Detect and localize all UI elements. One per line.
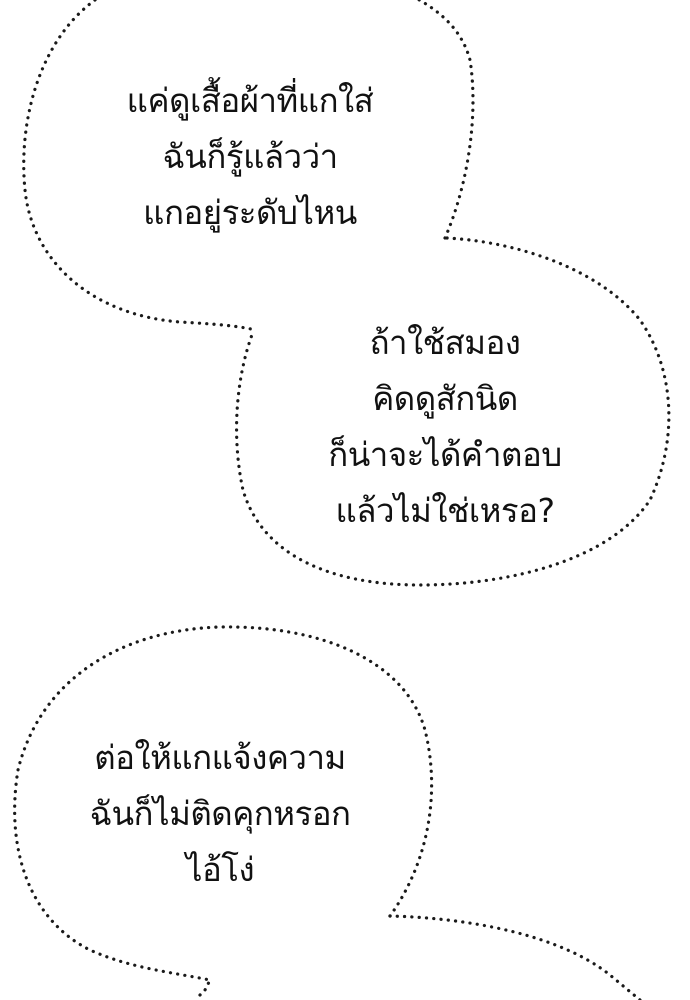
speech-bubble-2-text: ถ้าใช้สมอง คิดดูสักนิด ก็น่าจะได้คำตอบ แ… <box>315 315 575 539</box>
bubble-1-line-3: แกอยู่ระดับไหน <box>143 193 357 232</box>
speech-bubble-4-outline <box>388 914 642 1000</box>
bubble-3-line-2: ฉันก็ไม่ติดคุกหรอก <box>89 794 351 833</box>
speech-bubble-1-outline <box>22 0 475 334</box>
bubble-2-line-1: ถ้าใช้สมอง <box>369 323 521 362</box>
bubble-1-line-2: ฉันก็รู้แล้วว่า <box>162 137 338 176</box>
bubble-1-line-1: แค่ดูเสื้อผ้าที่แกใส่ <box>126 81 374 120</box>
speech-bubble-3-text: ต่อให้แกแจ้งความ ฉันก็ไม่ติดคุกหรอก ไอ้โ… <box>65 730 375 898</box>
speech-bubble-3-outline <box>13 625 434 1000</box>
bubble-2-line-3: ก็น่าจะได้คำตอบ <box>328 435 562 474</box>
bubble-3-line-3: ไอ้โง่ <box>185 850 255 889</box>
bubble-3-line-1: ต่อให้แกแจ้งความ <box>94 738 346 777</box>
bubble-2-line-4: แล้วไม่ใช่เหรอ? <box>335 491 555 530</box>
bubble-2-line-2: คิดดูสักนิด <box>372 379 518 418</box>
speech-bubble-1-text: แค่ดูเสื้อผ้าที่แกใส่ ฉันก็รู้แล้วว่า แก… <box>100 73 400 241</box>
